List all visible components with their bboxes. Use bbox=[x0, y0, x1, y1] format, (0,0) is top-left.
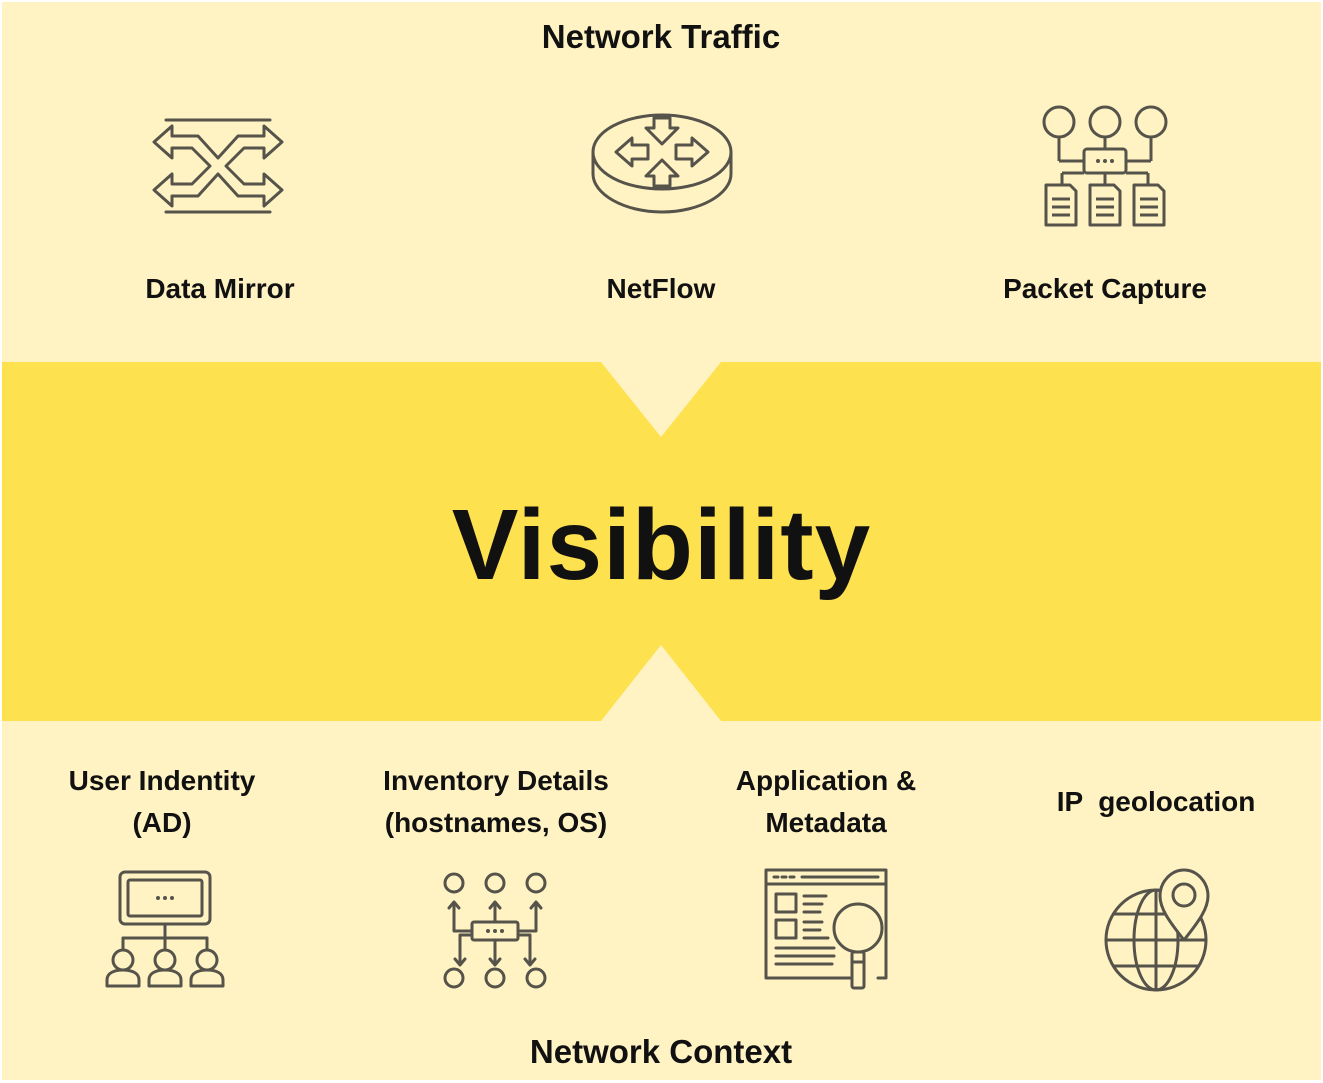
data-mirror-label: Data Mirror bbox=[145, 273, 295, 304]
netflow-label: NetFlow bbox=[606, 273, 716, 304]
data-mirror-icon bbox=[150, 116, 286, 216]
packet-capture-icon bbox=[1040, 103, 1170, 229]
inventory-details-label: Inventory Details (hostnames, OS) bbox=[326, 760, 666, 844]
application-metadata-label-line2: Metadata bbox=[765, 807, 887, 838]
network-context-title: Network Context bbox=[529, 1033, 793, 1070]
application-metadata-icon bbox=[762, 866, 892, 994]
application-metadata-label-line1: Application & bbox=[735, 765, 917, 796]
inventory-details-label-line1: Inventory Details bbox=[383, 765, 609, 796]
bottom-notch bbox=[601, 645, 721, 721]
user-identity-label-line1: User Indentity bbox=[68, 765, 256, 796]
user-identity-label: User Indentity (AD) bbox=[12, 760, 312, 844]
inventory-details-label-line2: (hostnames, OS) bbox=[384, 807, 608, 838]
network-context-panel bbox=[2, 721, 1321, 1080]
application-metadata-label: Application & Metadata bbox=[676, 760, 976, 844]
top-notch bbox=[601, 362, 721, 437]
packet-capture-label: Packet Capture bbox=[1003, 273, 1207, 304]
inventory-network-icon bbox=[440, 870, 550, 992]
network-traffic-panel bbox=[2, 2, 1321, 362]
user-identity-label-line2: (AD) bbox=[132, 807, 192, 838]
network-traffic-title: Network Traffic bbox=[541, 18, 781, 55]
user-directory-icon bbox=[104, 870, 228, 990]
visibility-title: Visibility bbox=[451, 489, 872, 601]
router-icon bbox=[590, 112, 734, 216]
geolocation-globe-icon bbox=[1102, 866, 1214, 994]
ip-geolocation-label: IP geolocation bbox=[1056, 786, 1256, 817]
